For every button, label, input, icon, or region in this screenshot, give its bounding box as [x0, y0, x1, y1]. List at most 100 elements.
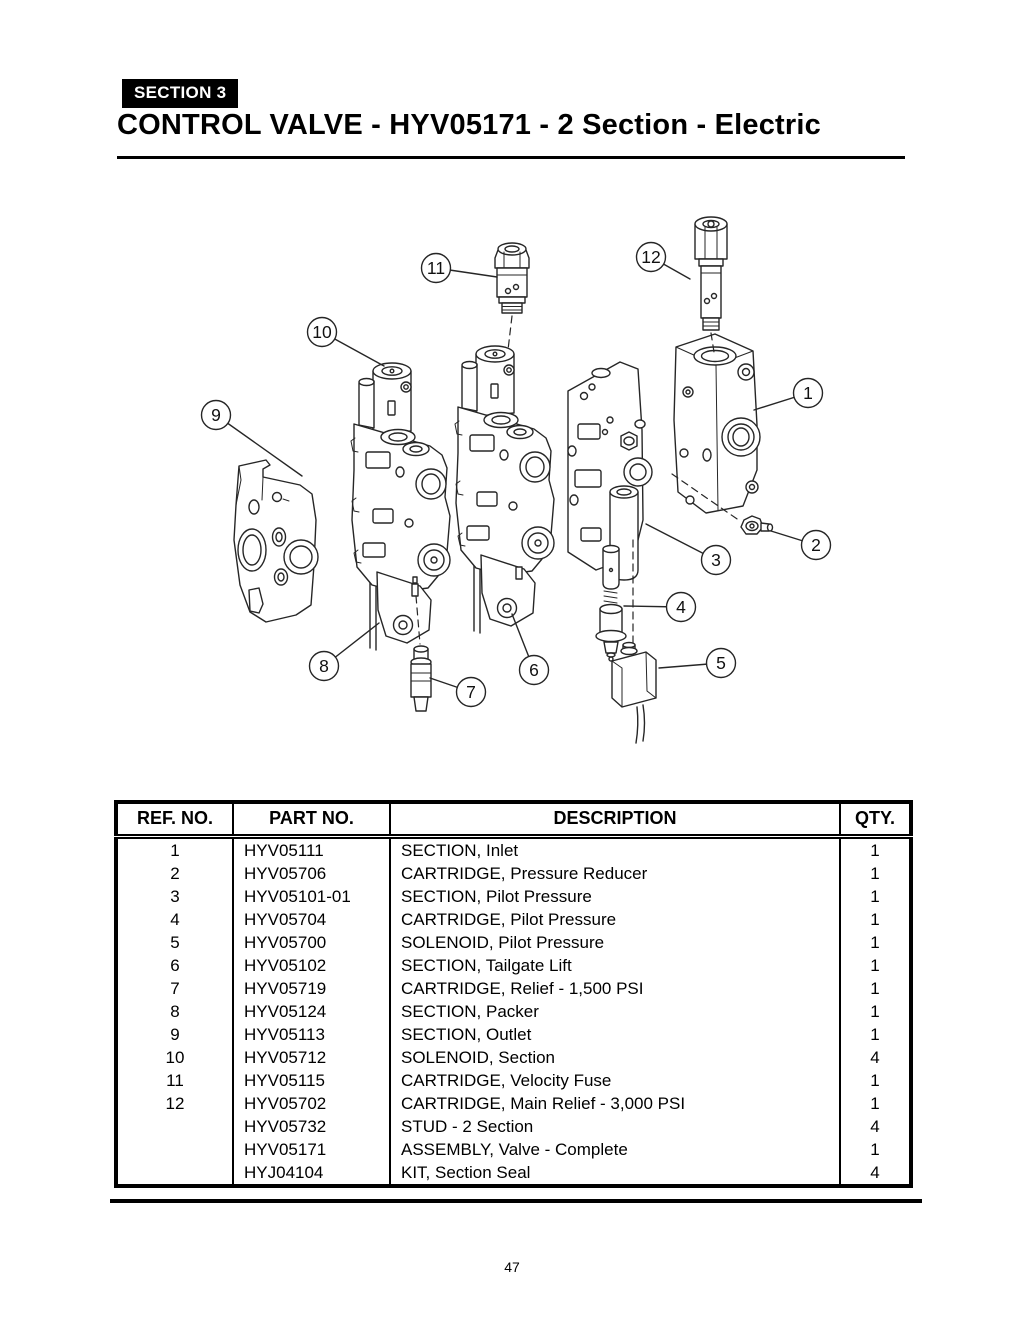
cell-qty: 1	[839, 1092, 911, 1115]
callout-11: 11	[420, 252, 498, 284]
cell-ref: 12	[165, 1094, 185, 1113]
cell-qty: 1	[839, 1069, 911, 1092]
cell-part: HYV05171	[232, 1138, 390, 1161]
callout-number: 6	[529, 660, 539, 680]
cell-desc: CARTRIDGE, Velocity Fuse	[389, 1069, 840, 1092]
cell-qty: 1	[839, 1000, 911, 1023]
cell-desc: CARTRIDGE, Relief - 1,500 PSI	[389, 977, 840, 1000]
cell-desc: CARTRIDGE, Pilot Pressure	[389, 908, 840, 931]
cell-part: HYV05719	[232, 977, 390, 1000]
callout-number: 10	[312, 322, 332, 342]
callout-number: 5	[716, 653, 726, 673]
part-11-velocity-fuse-drawing	[494, 242, 530, 351]
cell-part: HYV05115	[232, 1069, 390, 1092]
cell-qty: 1	[839, 931, 911, 954]
part-12-main-relief-drawing	[694, 216, 728, 353]
cell-part: HYV05706	[232, 862, 390, 885]
cell-ref: 9	[170, 1025, 180, 1044]
cell-ref: 5	[170, 933, 180, 952]
callout-number: 11	[427, 258, 445, 278]
cell-part: HYV05124	[232, 1000, 390, 1023]
cell-ref: 10	[165, 1048, 185, 1067]
callout-6: 6	[511, 613, 550, 686]
page-number: 47	[504, 1259, 520, 1275]
cell-desc: SECTION, Tailgate Lift	[389, 954, 840, 977]
header-qty: QTY.	[839, 802, 911, 839]
cell-part: HYV05101-01	[232, 885, 390, 908]
cell-qty: 4	[839, 1046, 911, 1069]
cell-qty: 1	[839, 862, 911, 885]
cell-part: HYV05700	[232, 931, 390, 954]
cell-desc: CARTRIDGE, Main Relief - 3,000 PSI	[389, 1092, 840, 1115]
header-description: DESCRIPTION	[389, 802, 840, 839]
cell-qty: 1	[839, 977, 911, 1000]
part-3-pilot-section-drawing	[567, 361, 653, 581]
cell-qty: 1	[839, 908, 911, 931]
cell-part: HYJ04104	[232, 1161, 390, 1186]
cell-qty: 4	[839, 1115, 911, 1138]
cell-desc: SECTION, Inlet	[389, 836, 840, 862]
cell-ref: 6	[170, 956, 180, 975]
callout-number: 4	[676, 597, 686, 617]
callout-8: 8	[308, 622, 380, 682]
cell-qty: 1	[839, 1138, 911, 1161]
cell-desc: SECTION, Packer	[389, 1000, 840, 1023]
callout-1: 1	[753, 377, 824, 411]
part-10-solenoid-b-drawing	[461, 345, 515, 417]
cell-ref	[116, 1115, 233, 1138]
part-1-inlet-section-drawing	[673, 333, 761, 514]
part-8-packer-section-drawing	[350, 423, 451, 651]
cell-desc: SECTION, Pilot Pressure	[389, 885, 840, 908]
cell-part: HYV05113	[232, 1023, 390, 1046]
callout-number: 1	[803, 383, 813, 403]
cell-desc: SECTION, Outlet	[389, 1023, 840, 1046]
cell-ref: 7	[170, 979, 180, 998]
table-header-row: REF. NO. PART NO. DESCRIPTION QTY.	[116, 802, 911, 839]
callout-3: 3	[645, 523, 732, 576]
cell-ref: 8	[170, 1002, 180, 1021]
cell-desc: ASSEMBLY, Valve - Complete	[389, 1138, 840, 1161]
cell-desc: SOLENOID, Pilot Pressure	[389, 931, 840, 954]
cell-ref	[116, 1161, 233, 1186]
section-badge: SECTION 3	[122, 79, 239, 108]
cell-ref: 2	[170, 864, 180, 883]
callout-5: 5	[658, 647, 737, 679]
part-6-tailgate-section-drawing	[454, 406, 555, 634]
cell-part: HYV05111	[232, 836, 390, 862]
cell-desc: STUD - 2 Section	[389, 1115, 840, 1138]
part-4-pilot-cartridge-drawing	[595, 539, 634, 662]
callout-7: 7	[429, 676, 487, 708]
cell-qty: 1	[839, 885, 911, 908]
bottom-rule	[110, 1199, 922, 1203]
cell-desc: CARTRIDGE, Pressure Reducer	[389, 862, 840, 885]
cell-ref: 1	[170, 841, 180, 860]
cell-ref: 3	[170, 887, 180, 906]
cell-part: HYV05732	[232, 1115, 390, 1138]
callout-4: 4	[623, 591, 697, 623]
callout-number: 12	[641, 247, 660, 267]
cell-part: HYV05712	[232, 1046, 390, 1069]
part-5-pilot-solenoid-drawing	[611, 641, 657, 744]
header-ref-no: REF. NO.	[116, 802, 233, 839]
cell-ref: 4	[170, 910, 180, 929]
cell-desc: KIT, Section Seal	[389, 1161, 840, 1186]
part-9-outlet-section-drawing	[233, 459, 319, 623]
cell-part: HYV05704	[232, 908, 390, 931]
